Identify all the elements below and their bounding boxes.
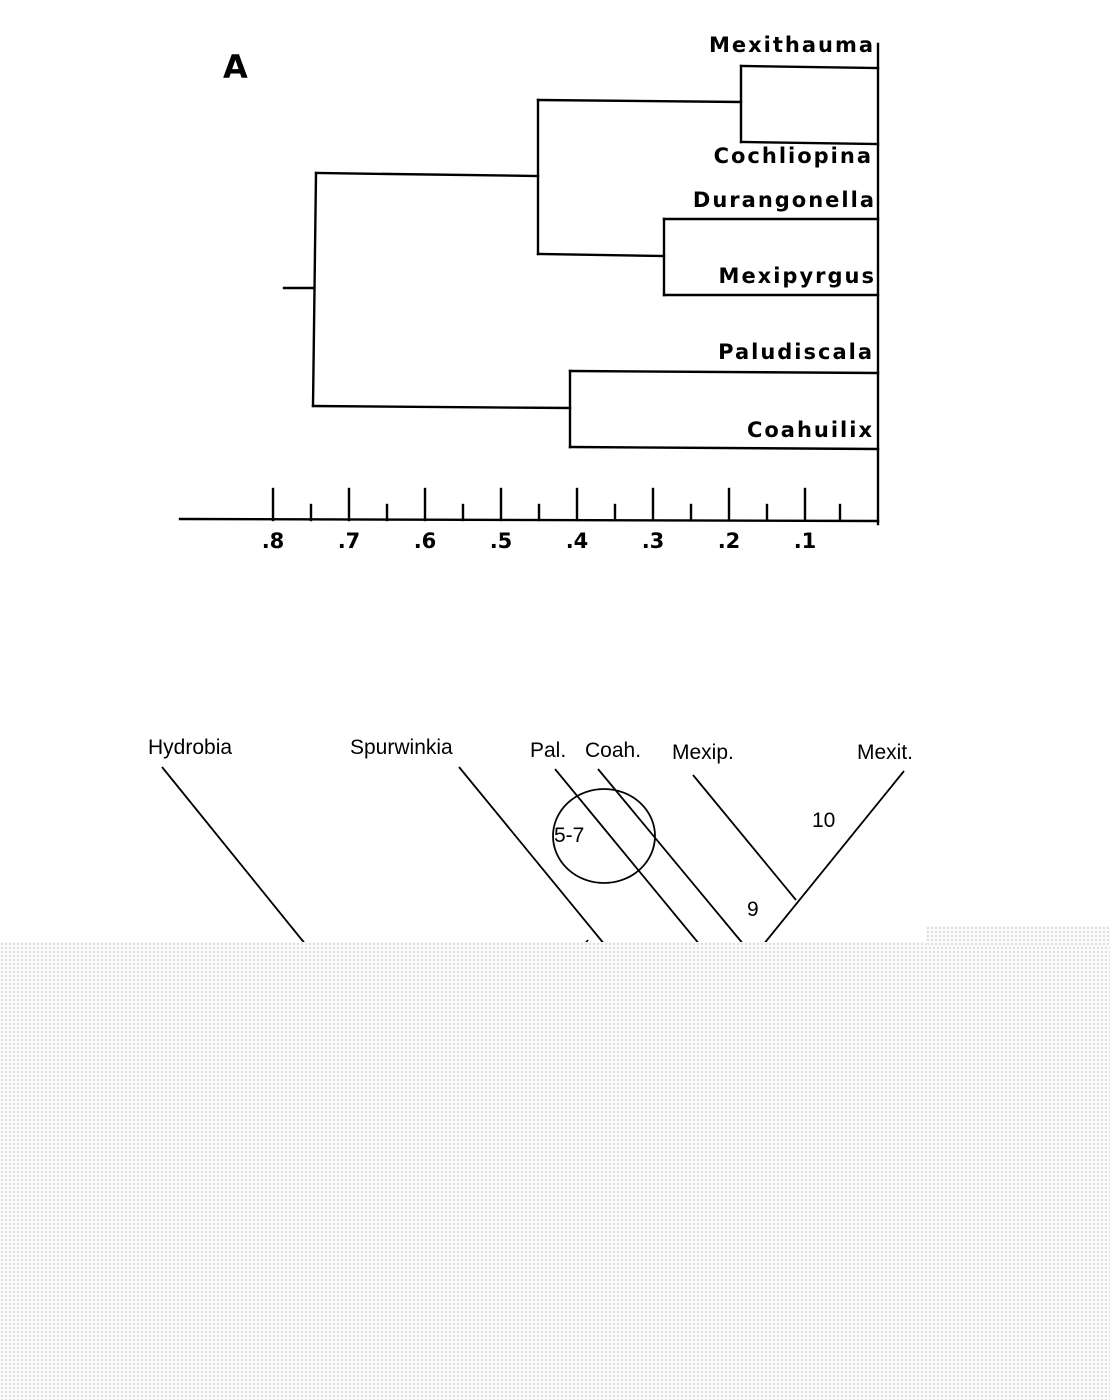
taxon-label: Coahuilix: [747, 418, 874, 442]
halftone-overlay: [0, 942, 1110, 1400]
scale-tick-label: .5: [490, 529, 513, 553]
cladogram-taxon-label: Mexip.: [672, 741, 734, 764]
halftone-overlay-edge: [926, 926, 1110, 946]
dendrogram: Mexithauma Cochliopina Durangonella Mexi…: [282, 33, 880, 526]
cladogram-taxon-label: Coah.: [585, 739, 641, 762]
taxon-label: Mexithauma: [709, 33, 875, 57]
scale-tick-label: .3: [642, 529, 665, 553]
scale-tick-label: .8: [262, 529, 285, 553]
character-label: 10: [812, 809, 835, 832]
branch-mexithauma: [739, 64, 880, 70]
lineage-mexithauma: [762, 770, 905, 946]
scale-tick-label: .6: [414, 529, 437, 553]
scale-tick-label: .4: [566, 529, 589, 553]
distance-scale: .8 .7 .6 .5 .4 .3 .2 .1: [178, 487, 880, 553]
cladogram-taxon-label: Spurwinkia: [350, 736, 453, 759]
connector-b: [536, 252, 666, 258]
lineage-paludiscala: [554, 768, 701, 946]
character-label: 5-7: [554, 824, 584, 847]
taxon-label: Durangonella: [693, 188, 876, 212]
scale-axis-line: [178, 517, 880, 523]
scale-tick-label: .1: [794, 529, 817, 553]
branch-paludiscala: [568, 369, 880, 375]
scale-tick-label: .7: [338, 529, 361, 553]
panel-label: A: [223, 48, 248, 86]
branch-coahuilix: [568, 445, 880, 451]
cladogram-taxon-label: Mexit.: [857, 741, 913, 764]
lineage-mexipyrgus: [692, 774, 797, 901]
scale-labels: .8 .7 .6 .5 .4 .3 .2 .1: [262, 529, 817, 553]
branch-cochliopina: [739, 140, 880, 146]
taxon-label: Paludiscala: [718, 340, 874, 364]
root-node: [311, 171, 318, 408]
lineage-hydrobia: [161, 766, 307, 946]
lineage-coahuilix: [597, 768, 745, 946]
taxon-label: Cochliopina: [714, 144, 873, 168]
connector-d: [311, 404, 572, 410]
scale-tick-label: .2: [718, 529, 741, 553]
connector-c: [314, 171, 540, 178]
synapomorphy-circle: [552, 788, 656, 884]
lineage-spurwinkia: [458, 766, 606, 946]
character-label: 9: [747, 898, 759, 921]
cladogram: Hydrobia Spurwinkia Pal. Coah. Mexip. Me…: [148, 736, 913, 946]
cladogram-taxon-label: Pal.: [530, 739, 566, 762]
cladogram-taxon-label: Hydrobia: [148, 736, 232, 759]
scale-ticks: [271, 487, 842, 522]
taxon-label: Mexipyrgus: [719, 264, 876, 288]
connector-a: [536, 98, 743, 104]
